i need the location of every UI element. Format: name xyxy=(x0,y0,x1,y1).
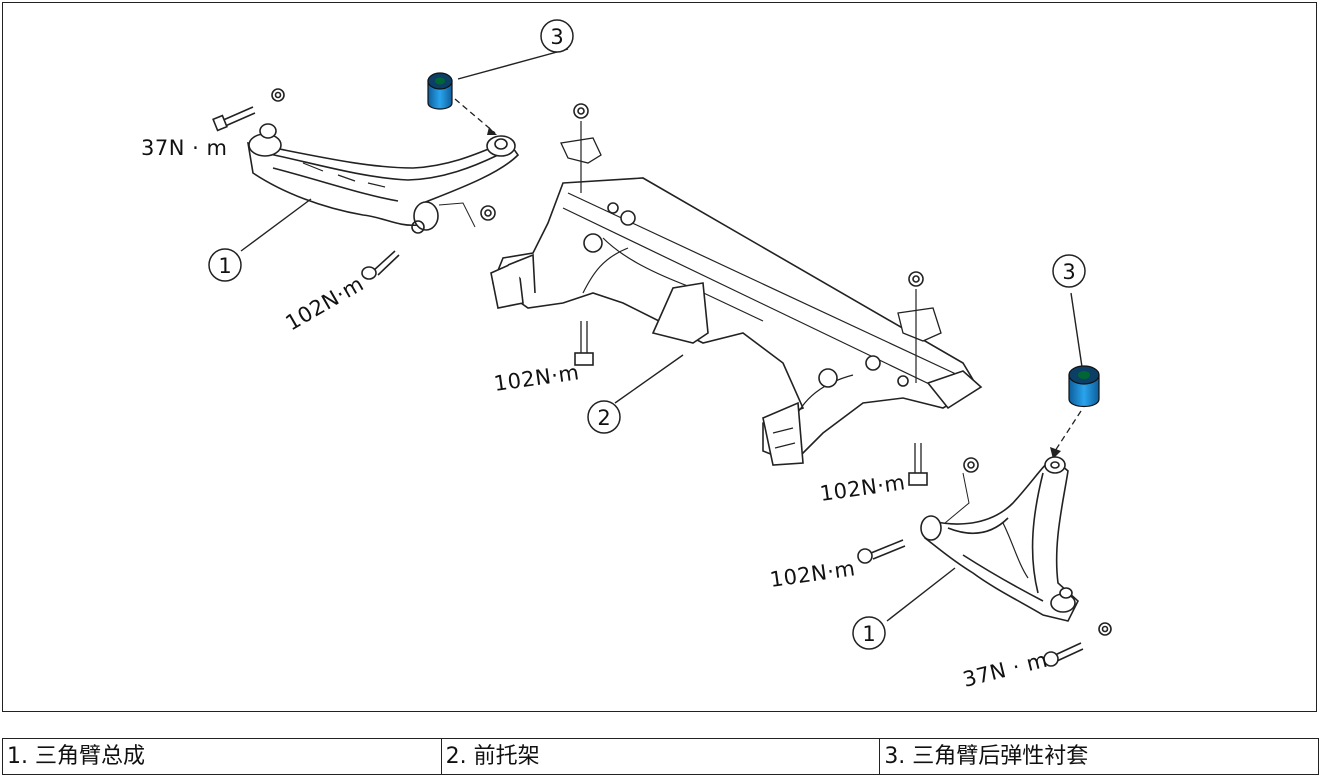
diagram-canvas: 1 2 3 3 1 37N · m 102N·m 102N·m 102N·m 1… xyxy=(141,19,1112,692)
legend-row: 1. 三角臂总成 2. 前托架 3. 三角臂后弹性衬套 xyxy=(2,738,1319,775)
svg-text:3: 3 xyxy=(1062,260,1075,284)
leader-lines xyxy=(240,48,1083,622)
callout-arm-right: 1 xyxy=(852,616,886,650)
torque-right-balljoint: 37N · m xyxy=(960,648,1050,692)
left-bushing xyxy=(427,72,497,135)
left-control-arm xyxy=(212,88,520,280)
torque-subframe-rear-bolt: 102N·m xyxy=(818,470,906,506)
svg-text:1: 1 xyxy=(218,254,231,278)
legend-item-subframe: 2. 前托架 xyxy=(440,738,881,775)
exploded-diagram: 1 2 3 3 1 37N · m 102N·m 102N·m 102N·m 1… xyxy=(2,2,1317,712)
torque-subframe-front-bolt: 102N·m xyxy=(492,360,580,396)
front-subframe xyxy=(490,103,983,486)
right-control-arm xyxy=(857,456,1112,667)
svg-text:2: 2 xyxy=(597,406,610,430)
torque-right-front-bolt: 102N·m xyxy=(768,556,856,592)
callout-bushing-right: 3 xyxy=(1052,254,1086,288)
torque-left-balljoint: 37N · m xyxy=(141,136,227,160)
right-bushing xyxy=(1050,365,1100,459)
callout-subframe: 2 xyxy=(587,400,621,434)
svg-text:1: 1 xyxy=(862,622,875,646)
parts-legend: 1. 三角臂总成 2. 前托架 3. 三角臂后弹性衬套 xyxy=(2,738,1319,775)
callout-bushing-left: 3 xyxy=(540,19,574,53)
legend-item-control-arm: 1. 三角臂总成 xyxy=(2,738,442,775)
torque-left-rear-bolt: 102N·m xyxy=(282,272,368,336)
callout-arm-left: 1 xyxy=(208,248,242,282)
svg-text:3: 3 xyxy=(550,25,563,49)
legend-item-bushing: 3. 三角臂后弹性衬套 xyxy=(879,738,1319,775)
